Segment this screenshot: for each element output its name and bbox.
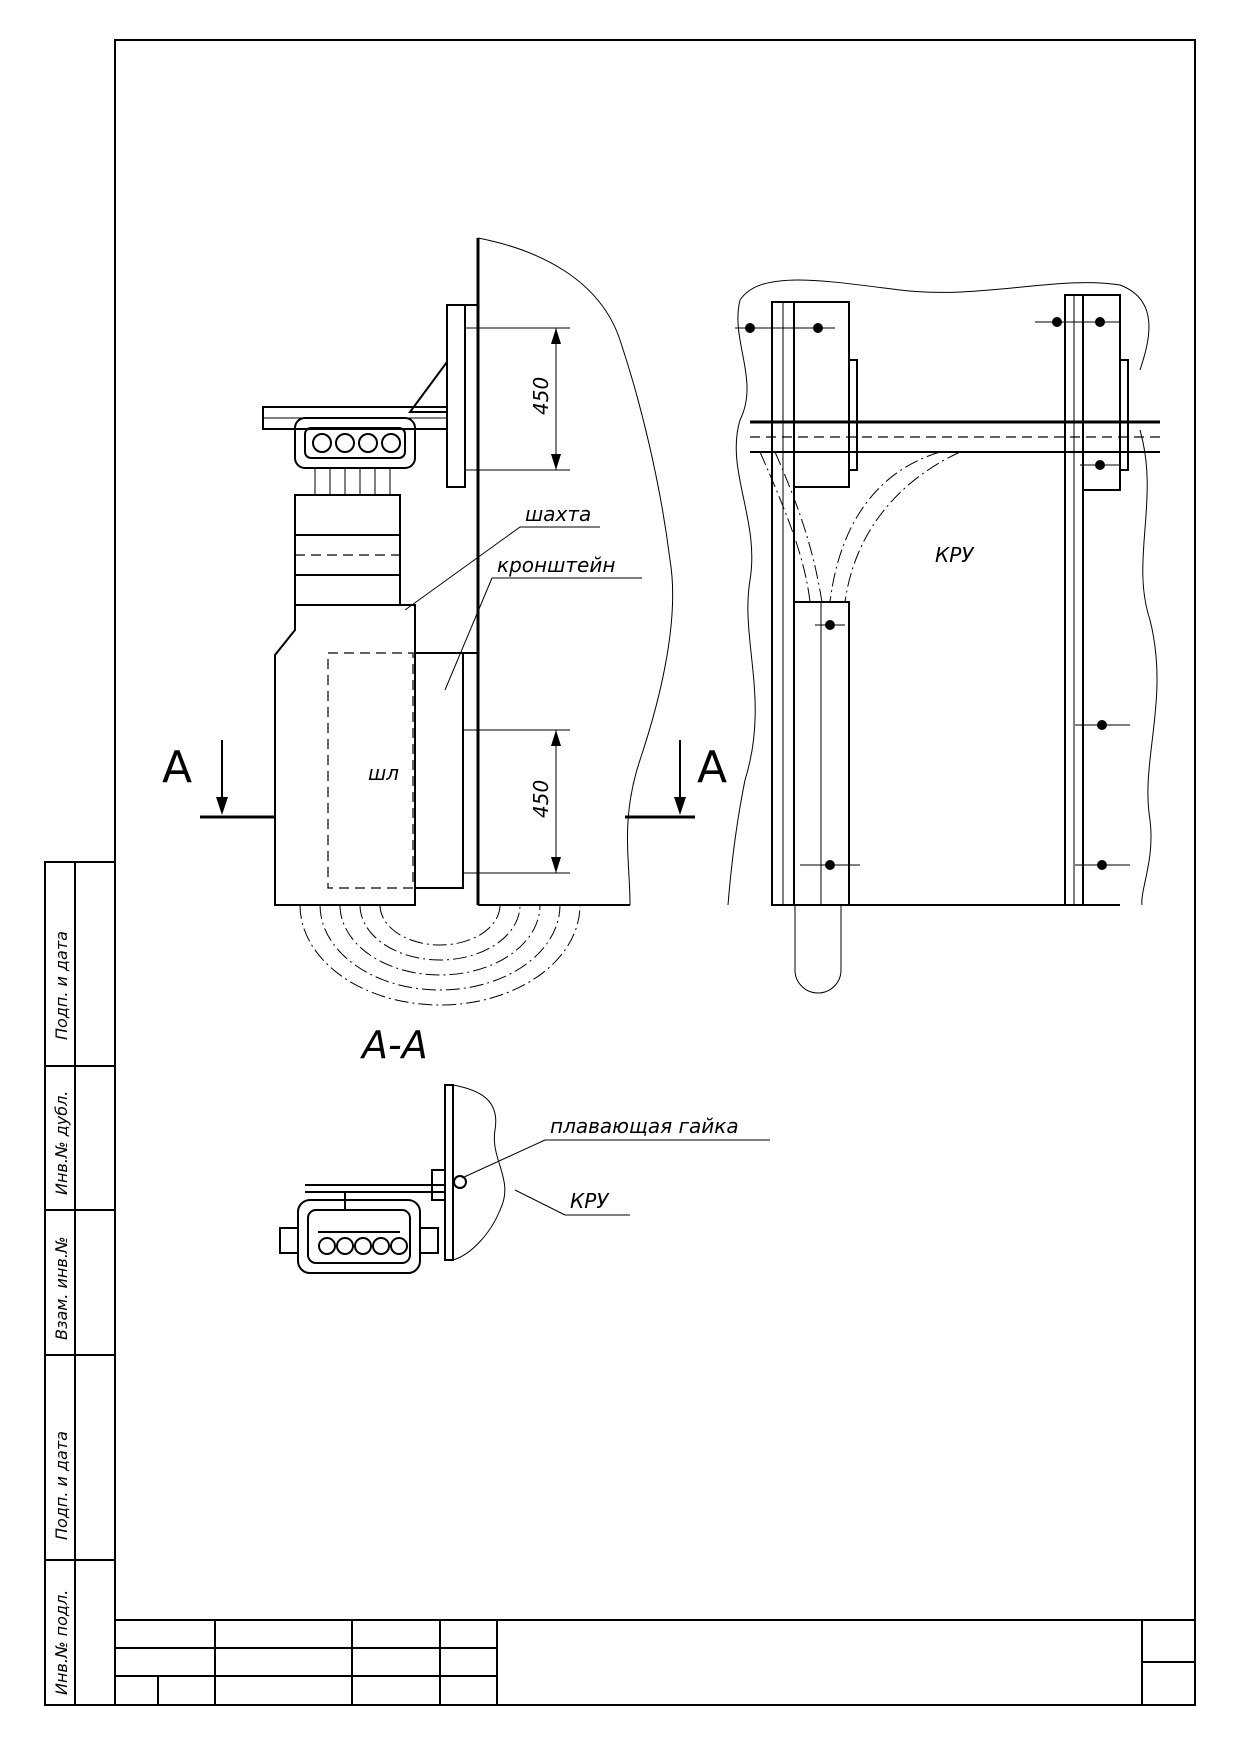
kru-top-label: КРУ	[935, 543, 975, 567]
dim-lower-label: 450	[529, 780, 553, 818]
shaft-label: шахта	[525, 502, 591, 526]
right-view: КРУ	[727, 279, 1160, 994]
title-block	[115, 1619, 1195, 1705]
bracket-label: кронштейн	[497, 553, 615, 577]
side-stamp-dup-inv: Инв.№ дубл.	[52, 1091, 71, 1195]
floating-nut-label: плавающая гайка	[550, 1114, 739, 1138]
side-stamp: Подп. и дата Инв.№ дубл. Взам. инв.№ Под…	[44, 861, 116, 1706]
side-stamp-replaced-inv: Взам. инв.№	[52, 1236, 71, 1340]
section-title: А-А	[359, 1023, 428, 1067]
section-a-a: А-А плавающая гайка КРУ	[279, 1023, 770, 1274]
side-stamp-orig-inv: Инв.№ подл.	[52, 1590, 71, 1695]
busbar-label: шл	[368, 761, 399, 785]
section-mark-left: А	[162, 742, 192, 793]
dim-upper-label: 450	[529, 377, 553, 415]
side-stamp-sign-date-1: Подп. и дата	[52, 931, 71, 1040]
section-mark-right: А	[697, 742, 727, 793]
left-view: шл 450 450 шахта кронштейн	[162, 237, 727, 1006]
kru-section-label: КРУ	[570, 1189, 610, 1213]
sheet-frame	[114, 39, 1196, 1706]
side-stamp-sign-date-2: Подп. и дата	[52, 1431, 71, 1540]
